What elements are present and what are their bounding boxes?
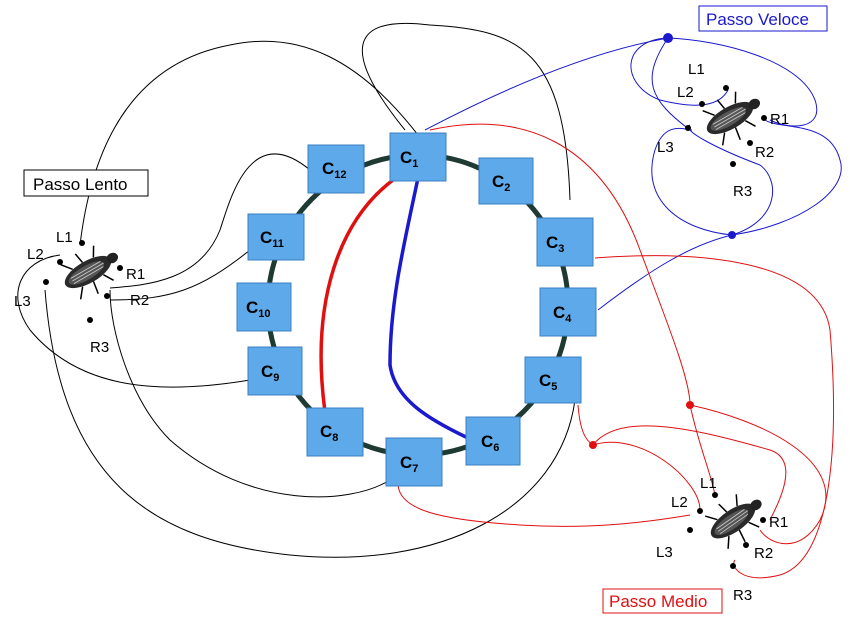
fast-gait-connections: [424, 37, 842, 311]
svg-text:C11: C11: [260, 228, 284, 250]
fast-junction-top: [663, 33, 673, 43]
svg-text:L3: L3: [656, 544, 673, 561]
fast-junction-mid: [728, 231, 736, 239]
svg-text:C6: C6: [481, 432, 499, 454]
node-c1[interactable]: C1: [389, 132, 447, 182]
svg-text:R3: R3: [90, 339, 109, 356]
slow-gait-connections: [17, 22, 576, 558]
insect-medium: L1 L2 L3 R1 R2 R3: [656, 475, 788, 604]
svg-text:L1: L1: [700, 475, 717, 492]
svg-text:C7: C7: [400, 453, 418, 475]
svg-text:C2: C2: [492, 172, 510, 194]
node-c2[interactable]: C2: [478, 157, 534, 205]
svg-text:R2: R2: [754, 545, 773, 562]
svg-text:R3: R3: [733, 183, 752, 200]
svg-text:L3: L3: [14, 293, 31, 310]
svg-text:C4: C4: [553, 303, 572, 325]
svg-text:C3: C3: [546, 233, 564, 255]
insect-slow: L1 L2 L3 R1 R2 R3: [14, 229, 149, 356]
title-medium-gait: Passo Medio: [602, 588, 723, 614]
svg-text:C8: C8: [320, 422, 338, 444]
svg-text:Passo Lento: Passo Lento: [33, 175, 128, 194]
node-c8[interactable]: C8: [306, 407, 364, 457]
medium-gait-connections: [397, 123, 834, 579]
svg-text:R1: R1: [126, 266, 145, 283]
svg-text:R3: R3: [733, 587, 752, 604]
svg-text:R1: R1: [770, 111, 789, 128]
svg-text:R2: R2: [130, 292, 149, 309]
node-c10[interactable]: C10: [236, 282, 292, 332]
beetle-icon: [60, 245, 119, 300]
node-c7[interactable]: C7: [385, 437, 443, 487]
svg-text:L2: L2: [27, 246, 44, 263]
node-c9[interactable]: C9: [247, 346, 303, 396]
svg-text:L2: L2: [671, 494, 688, 511]
svg-text:L1: L1: [688, 61, 705, 78]
svg-text:Passo Medio: Passo Medio: [609, 592, 707, 611]
blue-chord-c1-c6: [388, 177, 469, 440]
red-chord-c1-c8: [319, 178, 395, 413]
svg-text:Passo Veloce: Passo Veloce: [706, 10, 809, 29]
beetle-icon: [702, 91, 761, 146]
svg-text:R2: R2: [755, 144, 774, 161]
node-c4[interactable]: C4: [539, 287, 597, 337]
svg-text:C9: C9: [261, 362, 279, 384]
medium-junction-a: [686, 401, 694, 409]
svg-text:C1: C1: [400, 148, 418, 170]
title-fast-gait: Passo Veloce: [698, 5, 828, 32]
beetle-icon: [704, 494, 762, 549]
node-c6[interactable]: C6: [465, 416, 521, 466]
oscillator-nodes: C1 C2 C3 C4 C5 C6 C7 C8: [236, 132, 597, 487]
node-c12[interactable]: C12: [307, 144, 365, 194]
svg-text:L1: L1: [56, 229, 73, 246]
node-c3[interactable]: C3: [536, 217, 594, 267]
title-slow-gait: Passo Lento: [23, 169, 149, 197]
medium-junction-b: [589, 441, 597, 449]
svg-text:L3: L3: [657, 139, 674, 156]
svg-text:C12: C12: [322, 159, 347, 181]
svg-text:C10: C10: [246, 298, 271, 320]
svg-text:L2: L2: [677, 84, 694, 101]
insect-fast: L1 L2 L3 R1 R2 R3: [657, 61, 789, 200]
svg-text:R1: R1: [769, 514, 788, 531]
node-c5[interactable]: C5: [524, 356, 582, 404]
node-c11[interactable]: C11: [247, 213, 305, 261]
svg-text:C5: C5: [539, 371, 557, 393]
